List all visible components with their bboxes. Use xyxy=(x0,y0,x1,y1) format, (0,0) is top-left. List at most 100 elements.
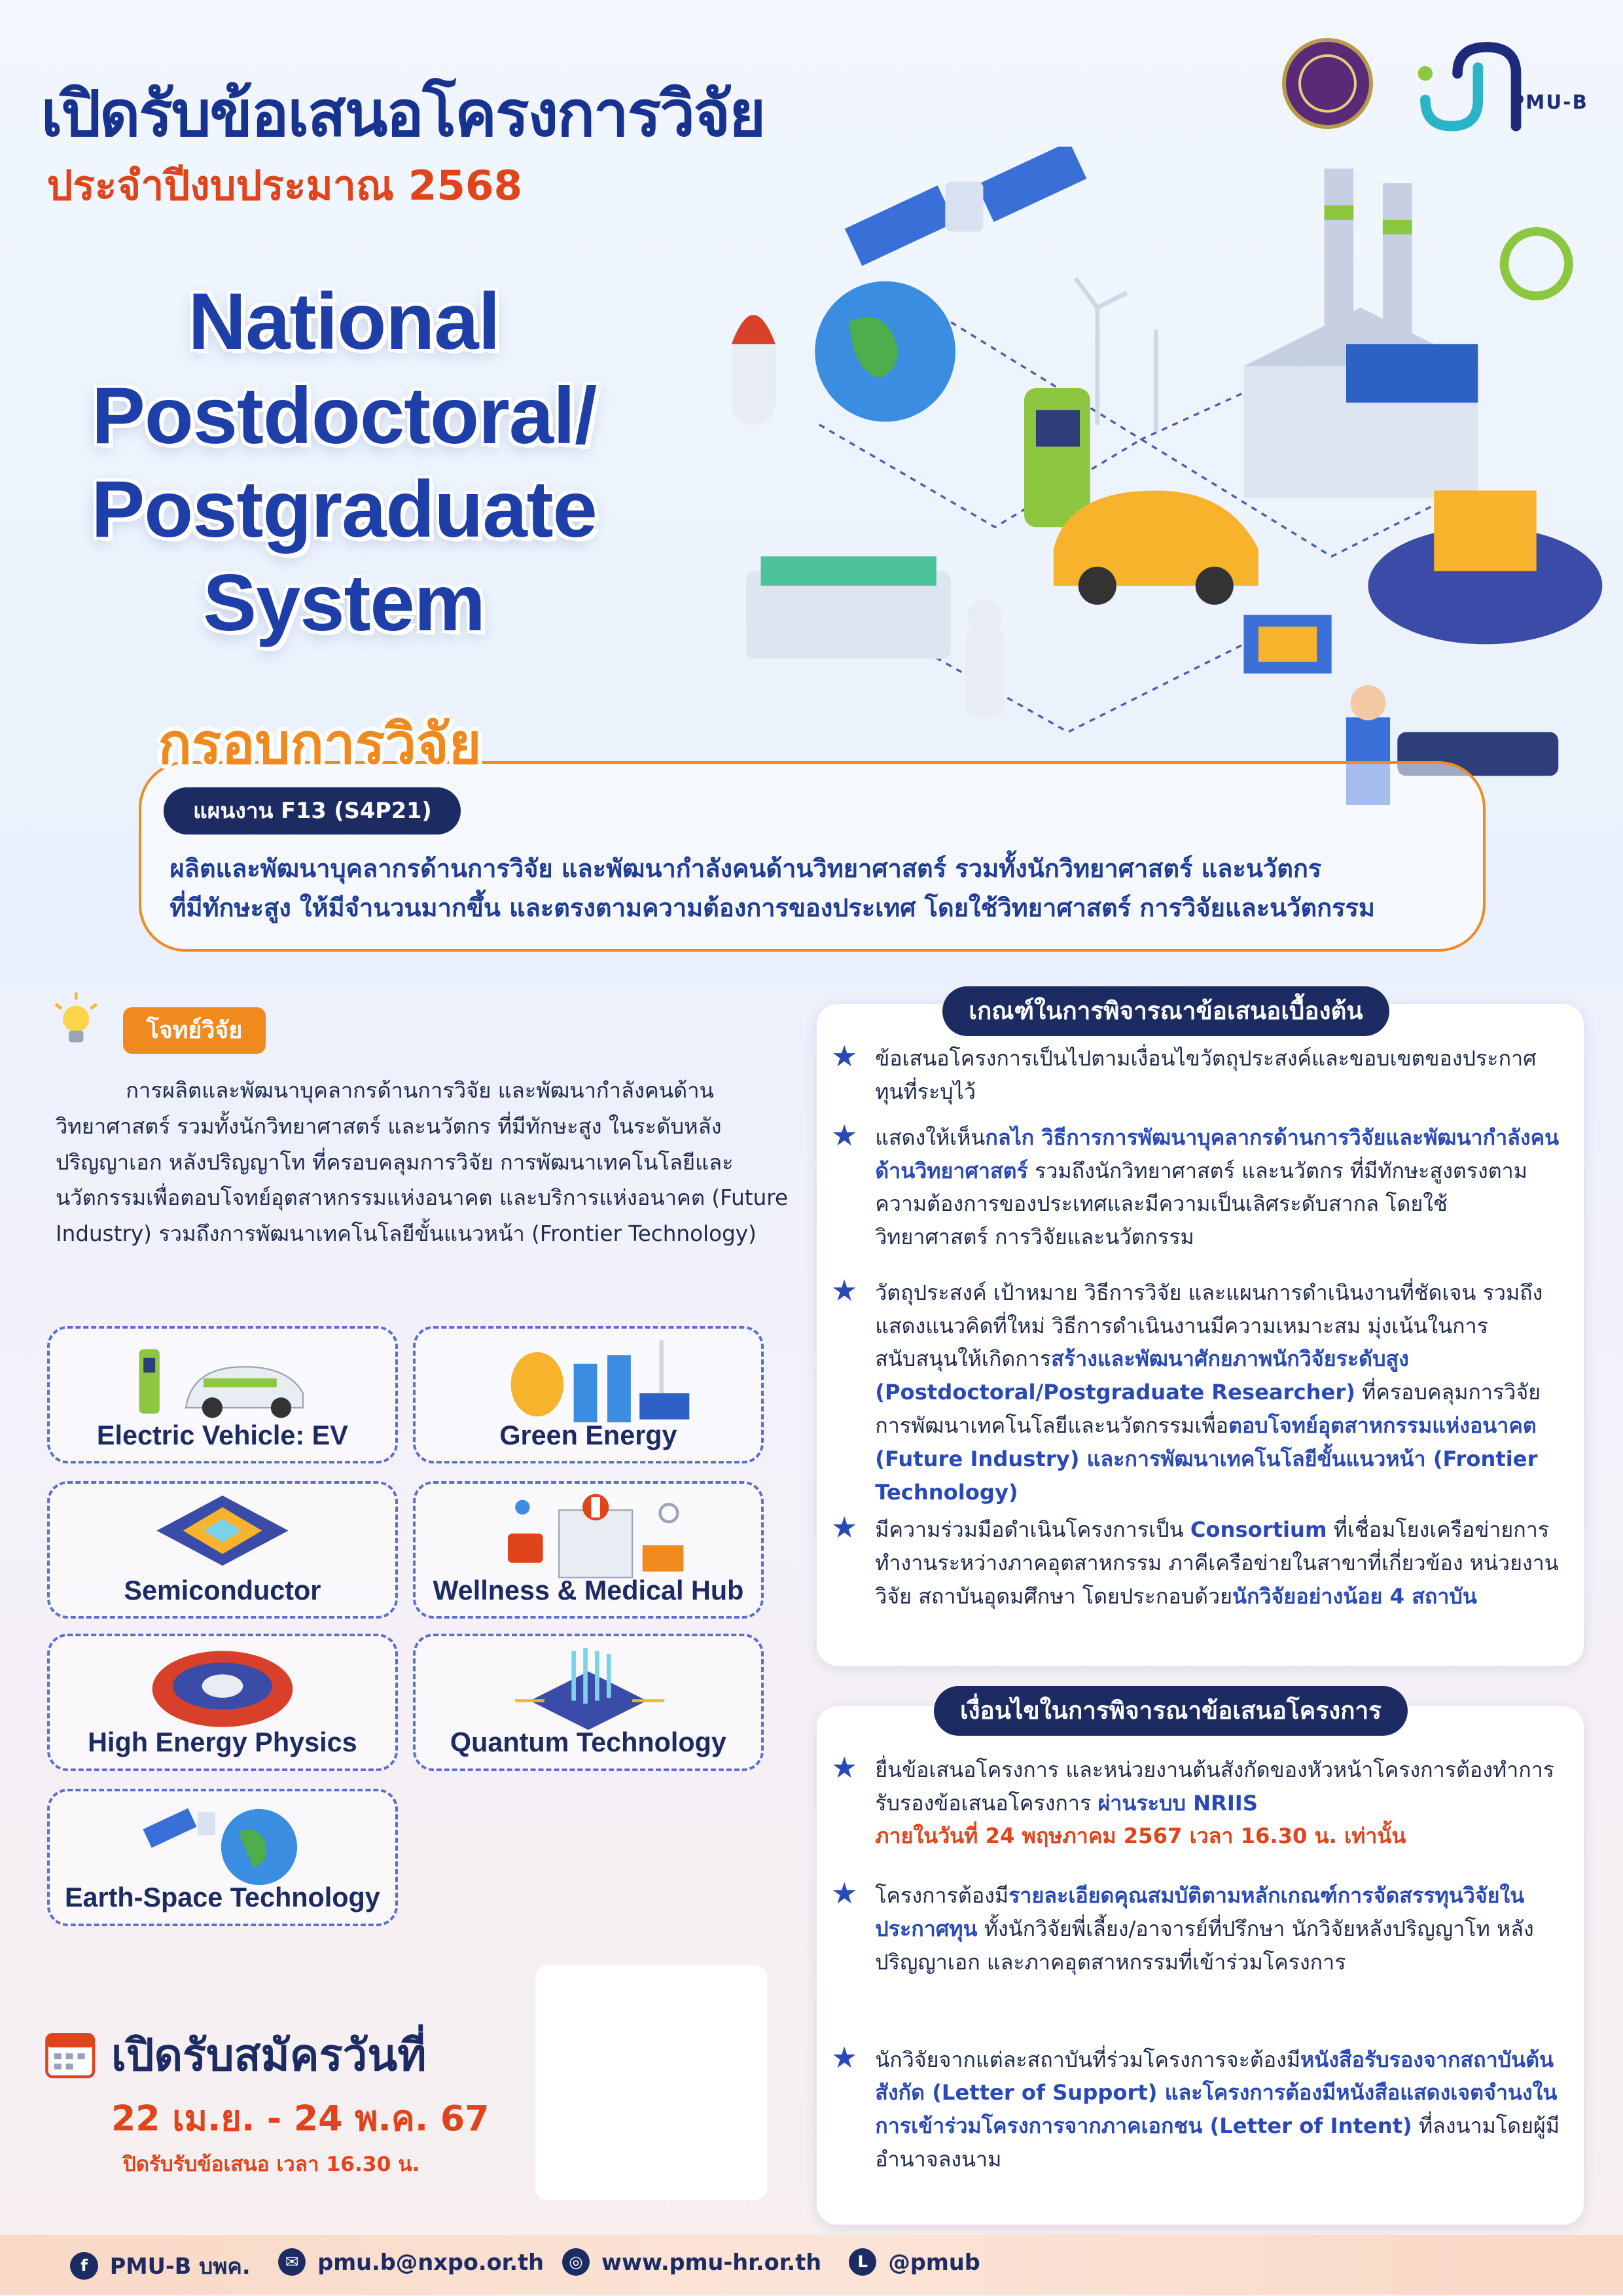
satellite-icon xyxy=(845,146,1087,266)
criteria-text: มีความร่วมมือดำเนินโครงการเป็น xyxy=(875,1517,1190,1543)
quantum-processor-icon xyxy=(1368,490,1603,644)
innovation-illustration xyxy=(732,146,1603,805)
criteria-text: รวมถึงนักวิทยาศาสตร์ และนวัตกร ที่มีทักษ… xyxy=(875,1158,1527,1250)
footer-email[interactable]: ✉ pmu.b@nxpo.or.th xyxy=(277,2248,544,2276)
facebook-text: PMU-B บพค. xyxy=(109,2253,251,2279)
lightbulb-icon xyxy=(54,992,98,1043)
condition-highlight: หนังสือรับรองจากสถาบันต้นสังกัด (Letter … xyxy=(875,2047,1558,2139)
condition-text: นักวิจัยจากแต่ละสถาบันที่ร่วมโครงการจะต้… xyxy=(875,2047,1301,2072)
sector-label: Electric Vehicle: EV xyxy=(96,1420,348,1450)
page-subtitle: ประจำปีงบประมาณ 2568 xyxy=(46,161,523,209)
car-icon xyxy=(1054,490,1259,605)
framework-text: ผลิตและพัฒนาบุคลากรด้านการวิจัย และพัฒนา… xyxy=(169,849,1487,928)
footer-website[interactable]: ◎ www.pmu-hr.or.th xyxy=(562,2248,821,2276)
research-goal-label: โจทย์วิจัย xyxy=(122,1007,266,1054)
criteria-text: ที่เชื่อมโยงเครือข่ายการทำงานระหว่างภาคอ… xyxy=(875,1517,1559,1609)
criteria-highlight: กลไก วิธีการการพัฒนาบุคลากรด้านการวิจัยแ… xyxy=(875,1124,1560,1183)
application-closing-time: ปิดรับรับข้อเสนอ เวลา 16.30 น. xyxy=(122,2152,420,2176)
program-title: National Postdoctoral/ Postgraduate Syst… xyxy=(91,277,597,648)
criteria-item: ★ วัตถุประสงค์ เป้าหมาย วิธีการวิจัย และ… xyxy=(831,1276,1560,1509)
hospital-icon xyxy=(507,1494,684,1579)
star-icon: ★ xyxy=(831,1876,858,1911)
chip-icon xyxy=(156,1495,289,1566)
condition-highlight: รายละเอียดคุณสมบัติตามหลักเกณฑ์การจัดสรร… xyxy=(875,1883,1525,1942)
criteria-highlight: ตอบโจทย์อุตสาหกรรมแห่งอนาคต (Future Indu… xyxy=(875,1413,1538,1505)
criteria-item: ★ ข้อเสนอโครงการเป็นไปตามเงื่อนไขวัตถุปร… xyxy=(831,1041,1560,1109)
sector-label: Quantum Technology xyxy=(450,1727,726,1758)
criteria-highlight: Consortium xyxy=(1190,1517,1327,1543)
criteria-highlight: สร้างและพัฒนาศักยภาพนักวิจัยระดับสูง (Po… xyxy=(875,1346,1409,1405)
sector-label: High Energy Physics xyxy=(88,1727,357,1758)
condition-item: ★ โครงการต้องมีรายละเอียดคุณสมบัติตามหลั… xyxy=(831,1878,1560,1979)
footer-line[interactable]: L @pmub xyxy=(848,2248,980,2276)
sector-card-green-energy: Green Energy xyxy=(412,1325,764,1464)
application-dates: 22 เม.ย. - 24 พ.ค. 67 xyxy=(111,2098,490,2140)
condition-item: ★ ยื่นข้อเสนอโครงการ และหน่วยงานต้นสังกั… xyxy=(831,1753,1560,1853)
sector-label: Earth-Space Technology xyxy=(64,1882,380,1913)
recycle-icon xyxy=(1500,226,1573,300)
condition-deadline: ภายในวันที่ 24 พฤษภาคม 2567 เวลา 16.30 น… xyxy=(875,1823,1406,1849)
condition-item: ★ นักวิจัยจากแต่ละสถาบันที่ร่วมโครงการจะ… xyxy=(831,2043,1560,2176)
email-text: pmu.b@nxpo.or.th xyxy=(317,2249,544,2275)
criteria-text: ข้อเสนอโครงการเป็นไปตามเงื่อนไขวัตถุประส… xyxy=(875,1046,1537,1104)
pmub-logo xyxy=(1418,41,1522,132)
research-goal-text: การผลิตและพัฒนาบุคลากรด้านการวิจัย และพั… xyxy=(55,1078,789,1247)
line-icon: L xyxy=(848,2248,877,2276)
footer-bar xyxy=(0,2234,1623,2295)
criteria-title: เกณฑ์ในการพิจารณาข้อเสนอเบื้องต้น xyxy=(942,986,1389,1037)
star-icon: ★ xyxy=(831,1510,858,1545)
sector-card-quantum: Quantum Technology xyxy=(412,1633,764,1771)
sector-card-semiconductor: Semiconductor xyxy=(46,1481,399,1619)
line-text: @pmub xyxy=(888,2249,980,2275)
hospital-bed-icon xyxy=(746,556,952,659)
star-icon: ★ xyxy=(831,1749,858,1785)
criteria-text: วัตถุประสงค์ เป้าหมาย วิธีการวิจัย และแผ… xyxy=(875,1280,1543,1372)
criteria-panel: เกณฑ์ในการพิจารณาข้อเสนอเบื้องต้น ★ ข้อเ… xyxy=(816,986,1584,1666)
criteria-item: ★ แสดงให้เห็นกลไก วิธีการการพัฒนาบุคลากร… xyxy=(831,1121,1560,1254)
condition-text: ที่ลงนามโดยผู้มีอำนาจลงนาม xyxy=(875,2113,1560,2172)
condition-text: โครงการต้องมี xyxy=(875,1883,1009,1909)
criteria-item: ★ มีความร่วมมือดำเนินโครงการเป็น Consort… xyxy=(831,1513,1560,1613)
robot-icon xyxy=(965,600,1005,717)
sector-card-earth-space: Earth-Space Technology xyxy=(46,1788,399,1926)
framework-text-line: ที่มีทักษะสูง ให้มีจำนวนมากขึ้น และตรงตา… xyxy=(169,893,1375,923)
wind-turbine-icon xyxy=(1073,276,1158,432)
sector-label: Green Energy xyxy=(499,1420,677,1450)
star-icon: ★ xyxy=(831,2039,858,2075)
ministry-seal-logo xyxy=(1281,38,1373,129)
pmub-logo-text: PMU-B xyxy=(1510,90,1588,113)
footer-facebook[interactable]: f PMU-B บพค. xyxy=(70,2248,251,2284)
rocket-icon xyxy=(732,314,776,425)
sector-card-wellness: Wellness & Medical Hub xyxy=(412,1481,764,1619)
tokamak-icon xyxy=(152,1650,293,1727)
sector-card-ev: Electric Vehicle: EV xyxy=(46,1325,399,1464)
criteria-text: แสดงให้เห็น xyxy=(875,1124,986,1150)
qr-code-placeholder xyxy=(535,1965,767,2200)
sector-card-high-energy: High Energy Physics xyxy=(46,1633,399,1771)
website-text: www.pmu-hr.or.th xyxy=(601,2249,822,2275)
facebook-icon: f xyxy=(70,2251,98,2280)
condition-highlight: ผ่านระบบ NRIIS xyxy=(1097,1790,1258,1816)
quantum-icon xyxy=(515,1647,665,1730)
ev-icon xyxy=(139,1349,304,1418)
condition-text: ทั้งนักวิจัยพี่เลี้ยง/อาจารย์ที่ปรึกษา น… xyxy=(875,1916,1534,1975)
ev-charger-icon xyxy=(1024,387,1090,528)
star-icon: ★ xyxy=(831,1272,858,1308)
criteria-text: ที่ครอบคลุมการวิจัย การพัฒนาเทคโนโลยีและ… xyxy=(875,1380,1541,1439)
sector-label: Wellness & Medical Hub xyxy=(433,1575,744,1605)
factory-icon xyxy=(1243,168,1478,498)
chip-icon xyxy=(1243,615,1332,673)
satellite-icon xyxy=(143,1808,297,1885)
criteria-highlight: นักวิจัยอย่างน้อย 4 สถาบัน xyxy=(1232,1583,1477,1609)
framework-plan-badge: แผนงาน F13 (S4P21) xyxy=(164,787,461,834)
green-energy-icon xyxy=(510,1340,690,1423)
sector-label: Semiconductor xyxy=(124,1575,321,1605)
calendar-icon xyxy=(45,2033,96,2079)
email-icon: ✉ xyxy=(277,2248,306,2276)
application-label: เปิดรับสมัครวันที่ xyxy=(111,2029,427,2081)
condition-text: ยื่นข้อเสนอโครงการ และหน่วยงานต้นสังกัดข… xyxy=(875,1757,1555,1816)
globe-icon: ◎ xyxy=(562,2248,590,2276)
star-icon: ★ xyxy=(831,1117,858,1153)
conditions-panel: เงื่อนไขในการพิจารณาข้อเสนอโครงการ ★ ยื่… xyxy=(816,1686,1584,2225)
